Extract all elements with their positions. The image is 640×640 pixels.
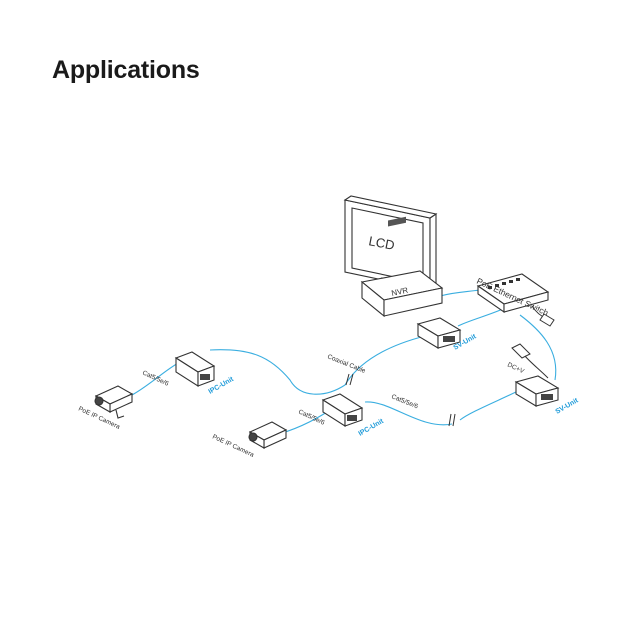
- page-title: Applications: [52, 56, 200, 84]
- cat-cable-left-label: Cat5/5e/6: [141, 369, 170, 387]
- cable-break-marks: [345, 373, 456, 427]
- ipc-unit-left: [174, 351, 216, 388]
- switch-power-plug: [531, 305, 555, 327]
- lcd-monitor: [343, 195, 438, 291]
- cat-cable-mid-label: Cat5/5e/6: [297, 408, 326, 426]
- camera-left: [94, 385, 134, 419]
- cable-sv-mid-ipc: [459, 389, 521, 421]
- coaxial-cable-label: Coaxial Cable: [326, 353, 366, 375]
- ipc-unit-mid: [321, 393, 364, 428]
- cable-nvr-switch: [439, 289, 481, 297]
- cable-switch-sv-bottom: [519, 314, 557, 381]
- cat-cable-right-label: Cat5/5e/6: [390, 393, 419, 410]
- camera-mid: [248, 421, 288, 449]
- lcd-label: LCD: [367, 233, 395, 253]
- dc-power-label: DC+V: [506, 361, 525, 375]
- cable-switch-sv-top: [457, 307, 506, 327]
- poe-switch: [476, 273, 550, 314]
- sv-unit-top: [416, 317, 462, 349]
- sv-unit-right: [514, 375, 560, 407]
- nvr-label: NVR: [391, 286, 410, 298]
- nvr: [360, 216, 444, 318]
- cable-sv-mid-ipc-b: [364, 401, 453, 426]
- dc-power-adapter: [511, 343, 549, 379]
- cable-coaxial: [209, 335, 426, 395]
